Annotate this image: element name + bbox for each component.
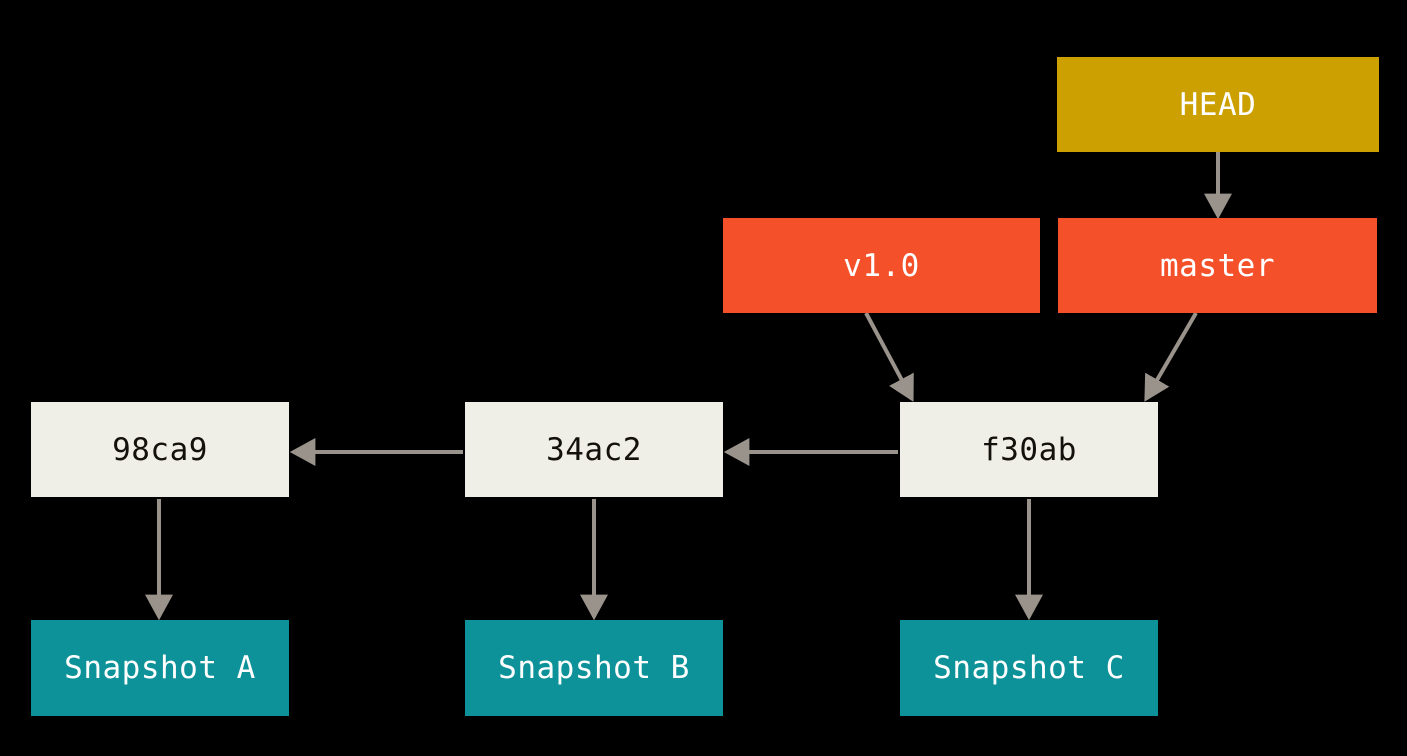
node-head[interactable]: HEAD [1057, 57, 1379, 152]
node-commit-34ac2[interactable]: 34ac2 [465, 402, 723, 497]
node-branch-master[interactable]: master [1058, 218, 1377, 313]
node-commit-f30ab[interactable]: f30ab [900, 402, 1158, 497]
node-snapshot-b[interactable]: Snapshot B [465, 620, 723, 716]
arrow-master-to-f30ab [1144, 311, 1198, 402]
arrow-v1-0-to-f30ab [864, 312, 914, 402]
node-tag-v1-0[interactable]: v1.0 [723, 218, 1040, 313]
node-commit-98ca9[interactable]: 98ca9 [31, 402, 289, 497]
node-snapshot-c[interactable]: Snapshot C [900, 620, 1158, 716]
node-snapshot-a[interactable]: Snapshot A [31, 620, 289, 716]
